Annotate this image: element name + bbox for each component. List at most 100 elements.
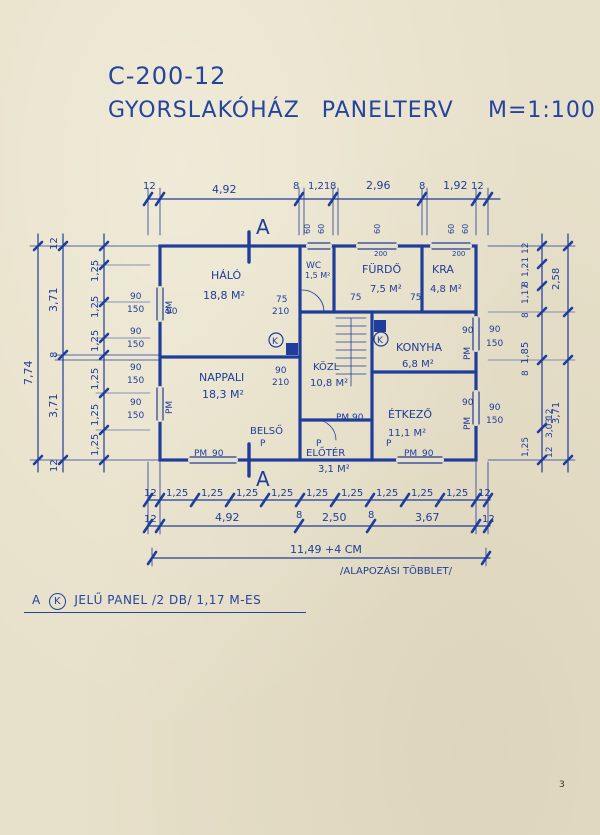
top-dim-121: 1,21 <box>308 181 330 192</box>
door-height-mark: 210 <box>272 378 289 388</box>
pm-mark: PM <box>165 301 175 314</box>
pm-mark: PM <box>194 449 207 459</box>
room-area-furdo: 7,5 M² <box>370 284 402 295</box>
top-dim-492: 4,92 <box>212 183 237 196</box>
pm-sill-mark: 200 <box>452 250 465 258</box>
room-area-etkezo: 11,1 M² <box>388 428 426 439</box>
right-dim: 8 <box>521 370 531 376</box>
window-mark: 60 <box>461 224 470 234</box>
right-dim: 1,21 <box>521 257 531 277</box>
total-width: 11,49 +4 CM <box>290 543 362 556</box>
left-panel-dim: 1,25 <box>90 296 101 318</box>
window-width-mark: 90 <box>462 398 474 408</box>
note-k-marker: K <box>49 593 67 610</box>
right-dim: 2,58 <box>551 268 562 290</box>
top-dim-12-right: 12 <box>471 181 484 192</box>
top-dim-8c: 8 <box>419 181 425 192</box>
pm-mark: PM <box>404 449 417 459</box>
bottom-dim: 2,50 <box>322 511 347 524</box>
window-height-mark: 150 <box>127 376 144 386</box>
left-panel-dim: 1,25 <box>90 404 101 426</box>
bottom-panel-dim: 1,25 <box>376 488 398 499</box>
left-dim-bottom12: 12 <box>49 459 60 472</box>
window-height-mark: 150 <box>486 339 503 349</box>
door-width-mark: 75 <box>350 293 361 303</box>
door-height-mark: 210 <box>272 307 289 317</box>
section-letter-top: A <box>256 215 270 239</box>
right-dim: 12 <box>521 243 531 254</box>
right-dim: 12 <box>545 409 555 420</box>
window-width-mark: 90 <box>212 449 224 459</box>
right-dim: 1,17 <box>521 284 531 304</box>
room-area-nappali: 18,3 M² <box>202 388 244 401</box>
left-panel-dim: 1,25 <box>90 330 101 352</box>
note-text: JELŰ PANEL /2 DB/ 1,17 M-ES <box>74 593 262 607</box>
room-name-belso: BELSŐ <box>250 423 283 437</box>
room-name-halo: HÁLÓ <box>211 269 242 282</box>
window-width-mark: 90 <box>352 413 364 423</box>
walls <box>158 244 478 462</box>
window-width-mark: 90 <box>489 325 501 335</box>
room-name-furdo: FÜRDŐ <box>362 262 401 276</box>
note-prefix: A <box>32 593 41 607</box>
window-width-mark: 90 <box>462 326 474 336</box>
left-dim-total: 7,74 <box>22 361 35 386</box>
bottom-panel-dim: 1,25 <box>201 488 223 499</box>
right-dim: 8 <box>521 281 531 287</box>
door-mark: 60 <box>317 224 326 234</box>
door-width-mark: 75 <box>410 293 421 303</box>
bottom-panel-dim: 1,25 <box>341 488 363 499</box>
door-mark: 60 <box>303 224 312 234</box>
drawing-scale: M=1:100 <box>488 98 596 123</box>
door-width-mark: 90 <box>275 366 287 376</box>
section-letter-bottom: A <box>256 467 270 491</box>
bottom-panel-dim: 1,25 <box>306 488 328 499</box>
room-area-eloter: 3,1 M² <box>318 464 350 475</box>
note-underline <box>24 612 306 613</box>
bottom-panel-dim: 1,25 <box>271 488 293 499</box>
stairs <box>335 317 367 387</box>
foundation-note: /ALAPOZÁSI TÖBBLET/ <box>340 564 453 577</box>
window-width-mark: 90 <box>422 449 434 459</box>
window-width-mark: 90 <box>130 292 142 302</box>
room-name-kozl: KÖZL <box>313 360 340 373</box>
pm-mark: PM <box>463 417 473 430</box>
door-swing <box>315 419 337 441</box>
top-dim-296: 2,96 <box>366 179 391 192</box>
p-label: P <box>316 439 322 449</box>
left-dim-top12: 12 <box>49 237 60 250</box>
room-area-halo: 18,8 M² <box>203 289 245 302</box>
right-dim: 3,03 <box>545 418 555 438</box>
bottom-dim: 12 <box>482 514 495 525</box>
window-height-mark: 150 <box>127 340 144 350</box>
bottom-panel-dim: 1,25 <box>446 488 468 499</box>
right-dim: 3,71 <box>551 402 562 424</box>
k-label: K <box>272 337 279 347</box>
openings <box>156 242 480 464</box>
right-dim: 8 <box>521 312 531 318</box>
pm-mark: PM <box>336 413 349 423</box>
bottom-dim: 8 <box>296 510 302 521</box>
window-width-mark: 90 <box>130 327 142 337</box>
left-dim-upper: 3,71 <box>47 288 60 313</box>
k-panel-marker-left <box>268 332 284 348</box>
room-name-konyha: KONYHA <box>396 341 442 354</box>
right-dim: 1,25 <box>521 437 531 457</box>
window-mark: 60 <box>373 224 382 234</box>
pm-mark: PM <box>165 401 175 414</box>
bottom-dimension-lines <box>142 461 494 567</box>
room-area-wc: 1,5 M² <box>305 271 330 280</box>
room-name-kra: KRA <box>432 263 454 276</box>
window-width-mark: 90 <box>489 403 501 413</box>
window-width-mark: 90 <box>130 363 142 373</box>
left-panel-dim: 1,25 <box>90 368 101 390</box>
bottom-dim: 12 <box>144 514 157 525</box>
left-dim-lower: 3,71 <box>47 394 60 419</box>
room-area-kozl: 10,8 M² <box>310 378 348 389</box>
left-dim-mid: 8 <box>49 352 60 358</box>
drawing-title: GYORSLAKÓHÁZ PANELTERV <box>108 98 454 123</box>
window-height-mark: 150 <box>127 411 144 421</box>
left-dimension-lines <box>29 233 161 473</box>
drawing-code: C-200-12 <box>108 62 227 90</box>
